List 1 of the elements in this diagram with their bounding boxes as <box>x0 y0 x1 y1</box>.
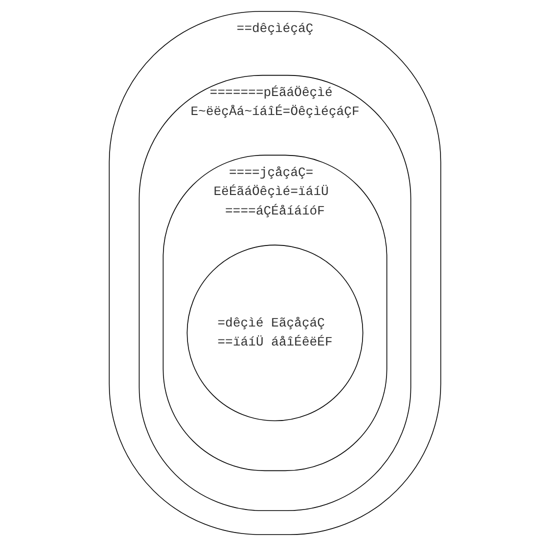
node-circle: =dêçìé EãçåçáÇ ==ïáíÜ áåîÉêëÉF <box>186 244 364 422</box>
